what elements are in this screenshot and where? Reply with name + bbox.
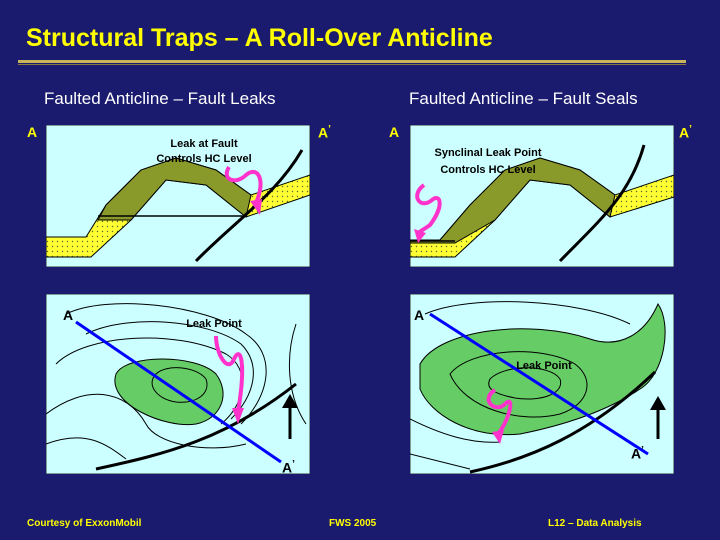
leak-arrow bbox=[415, 183, 442, 235]
leak-arrow bbox=[224, 165, 263, 204]
left-cross-section: Leak at Fault Controls HC Level bbox=[46, 125, 310, 267]
right-section-a-prime-label: A’ bbox=[679, 124, 692, 141]
right-map-a-prime-label: A’ bbox=[631, 445, 644, 462]
hydrocarbon-zone bbox=[97, 157, 252, 221]
left-section-note-line2: Controls HC Level bbox=[156, 153, 251, 165]
right-section-note-line2: Controls HC Level bbox=[440, 164, 535, 176]
right-section-a-label: A bbox=[389, 124, 400, 140]
footer-course: FWS 2005 bbox=[329, 518, 377, 529]
left-map-a-label: A bbox=[63, 307, 74, 323]
left-section-note-line1: Leak at Fault bbox=[170, 138, 238, 150]
hc-accumulation bbox=[114, 358, 224, 426]
left-section-a-prime-label: A’ bbox=[318, 124, 331, 141]
left-heading: Faulted Anticline – Fault Leaks bbox=[44, 89, 276, 108]
fault-line bbox=[558, 144, 646, 263]
title-underline-shadow bbox=[18, 64, 686, 65]
right-cross-section: Synclinal Leak Point Controls HC Level bbox=[410, 125, 674, 267]
page-title: Structural Traps – A Roll-Over Anticline bbox=[26, 24, 493, 52]
left-map: Leak Point bbox=[46, 294, 310, 474]
left-section-a-label: A bbox=[27, 124, 38, 140]
left-map-note: Leak Point bbox=[186, 318, 242, 330]
fault-line bbox=[95, 382, 297, 471]
leak-arrow bbox=[486, 388, 513, 436]
right-heading: Faulted Anticline – Fault Seals bbox=[409, 89, 638, 108]
section-line bbox=[429, 312, 649, 456]
leak-arrow bbox=[214, 335, 245, 413]
fault-line bbox=[194, 149, 304, 263]
right-section-note-line1: Synclinal Leak Point bbox=[435, 147, 542, 159]
right-map: Leak Point bbox=[410, 294, 674, 474]
right-map-a-label: A bbox=[414, 307, 425, 323]
left-map-a-prime-label: A’ bbox=[282, 459, 295, 476]
right-map-note: Leak Point bbox=[516, 360, 572, 372]
fault-line bbox=[469, 370, 657, 474]
title-underline bbox=[18, 60, 686, 63]
footer-credit: Courtesy of ExxonMobil bbox=[27, 518, 142, 529]
section-line bbox=[75, 320, 282, 464]
footer-lecture: L12 – Data Analysis bbox=[548, 518, 642, 529]
